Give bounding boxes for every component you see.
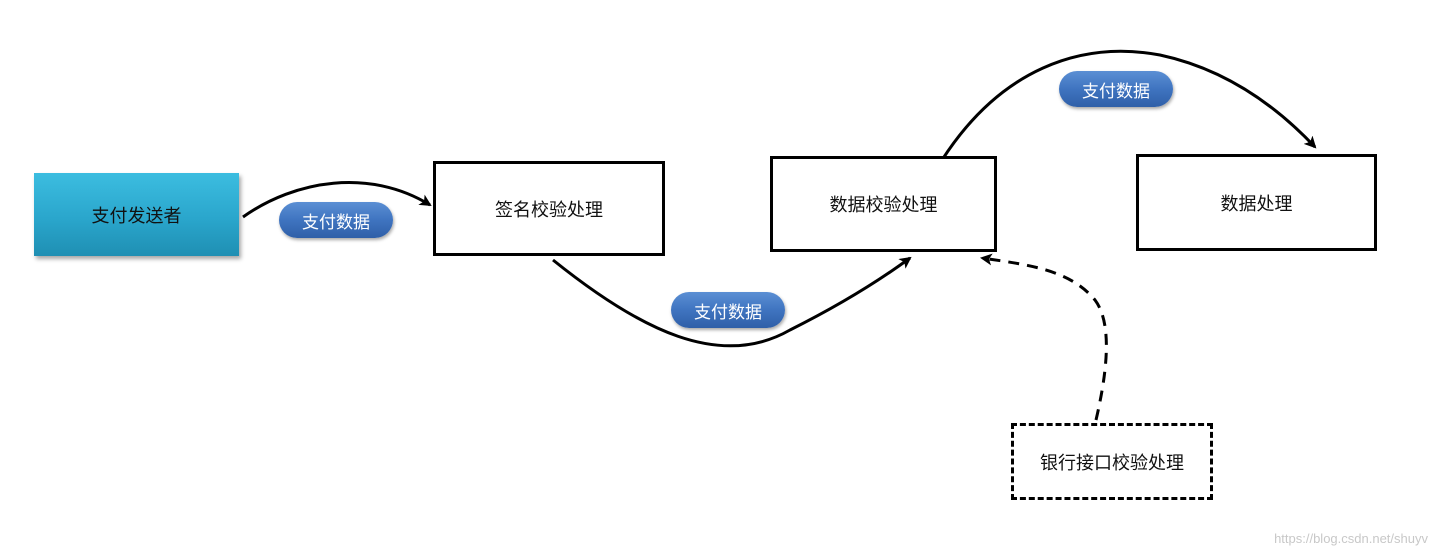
node-data-verify-label: 数据校验处理 — [829, 195, 938, 216]
flow-label-text: 支付数据 — [1082, 81, 1150, 102]
node-signature-verify: 签名校验处理 — [433, 161, 665, 256]
arrow-bank-to-data-verify — [980, 253, 1108, 421]
node-signature-verify-label: 签名校验处理 — [495, 199, 603, 221]
flow-label-text: 支付数据 — [694, 302, 762, 323]
node-data-verify: 数据校验处理 — [770, 156, 997, 252]
flow-label-text: 支付数据 — [302, 212, 370, 233]
flow-label-data-verify-to-process: 支付数据 — [1059, 71, 1173, 107]
watermark: https://blog.csdn.net/shuyv — [1274, 531, 1428, 546]
flow-label-signature-to-data-verify: 支付数据 — [671, 292, 785, 328]
arrow-signature-to-data-verify — [552, 256, 912, 348]
node-bank-interface-verify: 银行接口校验处理 — [1011, 423, 1213, 500]
node-data-process-label: 数据处理 — [1220, 193, 1293, 215]
arrow-data-verify-to-process — [940, 49, 1317, 161]
node-payment-sender-label: 支付发送者 — [91, 205, 182, 227]
flow-label-sender-to-signature: 支付数据 — [279, 202, 393, 238]
arrow-sender-to-signature — [242, 181, 432, 219]
node-bank-interface-verify-label: 银行接口校验处理 — [1040, 452, 1184, 474]
node-data-process: 数据处理 — [1136, 154, 1377, 251]
node-payment-sender: 支付发送者 — [34, 173, 239, 256]
